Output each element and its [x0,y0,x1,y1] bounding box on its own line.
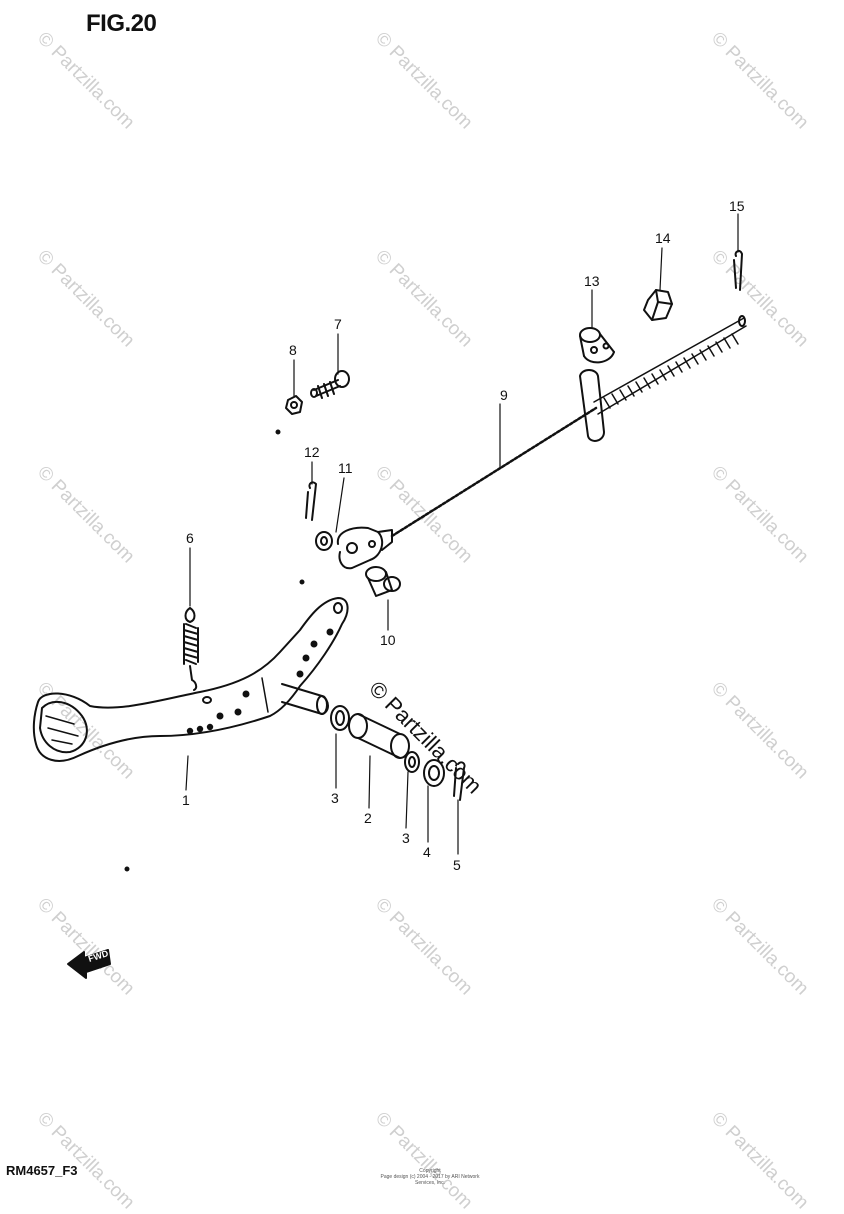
part-4-washer [423,759,445,787]
callout-3: 3 [331,790,339,806]
callout-9: 9 [500,387,508,403]
part-13-joint-sleeve [579,327,615,364]
callout-14: 14 [655,230,671,246]
callout-1: 1 [182,792,190,808]
callout-8: 8 [289,342,297,358]
callout-13: 13 [584,273,600,289]
callout-4: 4 [423,844,431,860]
copyright-line-1: Copyright [419,1168,441,1174]
callout-2: 2 [364,810,372,826]
figure-code: RM4657_F3 [6,1163,78,1178]
callout-11: 11 [338,460,353,476]
part-8-nut [285,395,303,415]
part-5-cotter-pin [453,761,466,801]
figure-title: FIG.20 [86,10,157,37]
part-14-adjuster-nut [643,289,673,321]
copyright-line-2: Page design (c) 2004 - 2017 by ARI Netwo… [380,1174,480,1186]
callout-5: 5 [453,857,461,873]
part-1-brake-pedal [32,597,349,762]
part-6-return-spring [183,607,199,691]
copyright-notice: Copyright Page design (c) 2004 - 2017 by… [370,1168,490,1186]
leader-lines [185,213,739,855]
part-10-clevis-pin [365,566,401,597]
part-12-cotter-pin [305,481,317,521]
part-9-brake-rod [336,315,747,570]
part-3-washer-2 [404,751,420,773]
part-11-washer [315,531,333,551]
callout-3b: 3 [402,830,410,846]
part-2-collar [348,713,410,759]
callout-7: 7 [334,316,342,332]
callout-6: 6 [186,530,194,546]
fwd-arrow-icon [67,949,111,979]
callout-12: 12 [304,444,320,460]
part-15-cotter-pin [733,249,743,291]
part-3-washer [330,705,350,731]
part-7-bolt [310,370,350,399]
callout-15: 15 [729,198,745,214]
callout-10: 10 [380,632,396,648]
